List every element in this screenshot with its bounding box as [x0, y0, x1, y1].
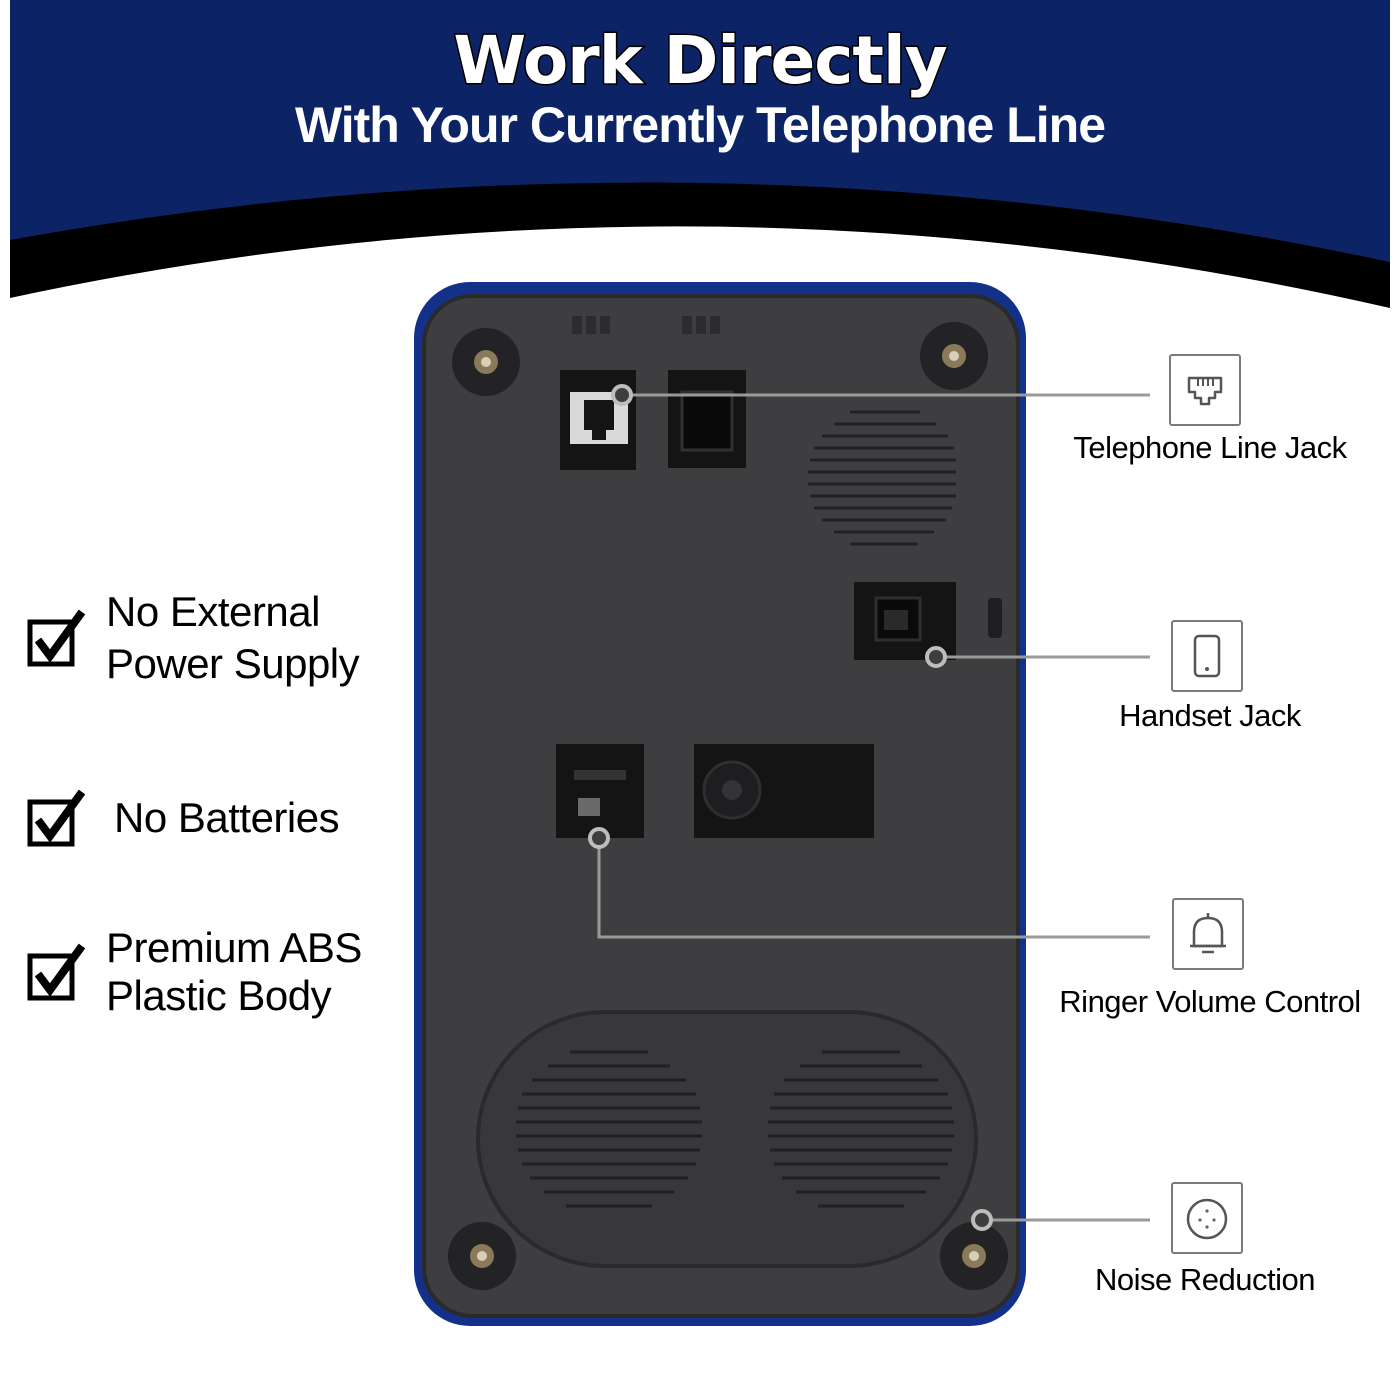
ethernet-port-icon — [1169, 354, 1241, 426]
phone-icon — [1171, 620, 1243, 692]
speaker-icon — [1171, 1182, 1243, 1254]
rubber-foot-icon — [452, 328, 520, 396]
speaker-grille-top — [808, 410, 956, 546]
handset-jack — [854, 582, 1002, 660]
data-jack — [668, 370, 746, 468]
feature-item: No Batteries — [24, 786, 340, 850]
callout-dot — [611, 384, 633, 406]
bell-icon — [1172, 898, 1244, 970]
phone-back-panel — [414, 282, 1026, 1326]
page-subtitle: With Your Currently Telephone Line — [294, 97, 1106, 153]
ringer-switch — [556, 744, 644, 838]
feature-line: No Batteries — [114, 794, 340, 841]
header-banner — [10, 0, 1390, 308]
checkbox-checked-icon — [27, 609, 86, 667]
checkbox-checked-icon — [27, 943, 86, 1001]
callout-label-noise-reduction: Noise Reduction — [1095, 1262, 1315, 1297]
page-title: Work Directly — [452, 21, 949, 101]
feature-item: No External Power Supply — [24, 586, 360, 690]
top-tabs — [572, 316, 720, 334]
callout-label-handset-jack: Handset Jack — [1119, 698, 1301, 733]
callout-label-telephone-line-jack: Telephone Line Jack — [1073, 430, 1347, 465]
speaker-grille-right — [768, 1050, 954, 1208]
feature-item: Premium ABS Plastic Body — [24, 924, 362, 1020]
callout-label-ringer-volume-control: Ringer Volume Control — [1059, 984, 1361, 1019]
checkbox-checked-icon — [27, 789, 86, 847]
rubber-foot-icon — [920, 322, 988, 390]
feature-line: Power Supply — [106, 640, 360, 687]
wall-mount-slot — [694, 744, 874, 838]
callout-dot — [971, 1209, 993, 1231]
speaker-pod — [476, 1010, 978, 1268]
feature-line: Premium ABS — [106, 924, 362, 971]
callout-dot — [925, 646, 947, 668]
callout-dot — [588, 827, 610, 849]
feature-line: Plastic Body — [106, 972, 332, 1019]
speaker-grille-left — [516, 1050, 702, 1208]
feature-line: No External — [106, 588, 320, 635]
rubber-foot-icon — [448, 1222, 516, 1290]
rubber-foot-icon — [940, 1222, 1008, 1290]
